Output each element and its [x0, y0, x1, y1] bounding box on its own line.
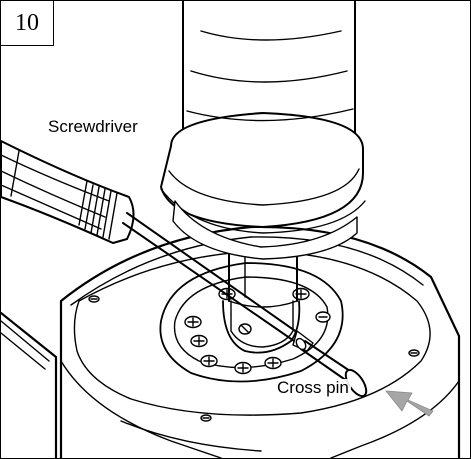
shaft-hub	[222, 300, 301, 354]
upper-drum	[160, 1, 366, 260]
rim-screw-right	[408, 349, 420, 357]
direction-arrow	[385, 390, 434, 417]
cross-pin-part	[295, 337, 368, 398]
rim-screw-bottom	[200, 414, 212, 422]
rim-screw-topleft	[88, 295, 100, 303]
cross-pin-label: Cross pin	[275, 378, 351, 397]
screwdriver-tool	[1, 140, 314, 352]
step-number: 10	[1, 1, 54, 46]
frame-post-left	[1, 311, 58, 458]
screwdriver-label: Screwdriver	[46, 117, 140, 136]
